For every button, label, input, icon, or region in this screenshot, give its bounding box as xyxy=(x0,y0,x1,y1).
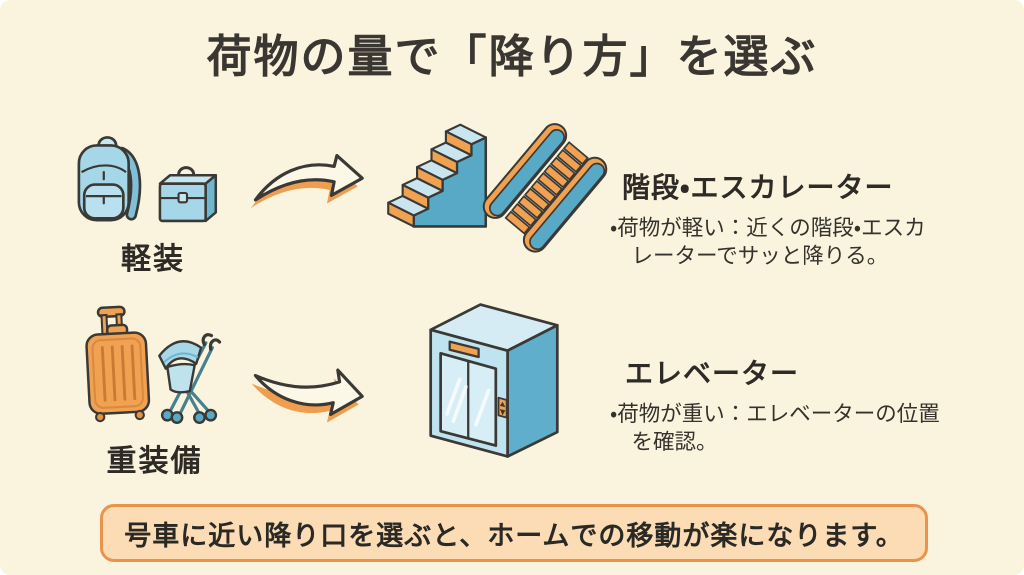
curved-arrow-icon xyxy=(250,153,364,209)
dest-heading-elevator: エレベーター xyxy=(625,358,800,389)
stroller-icon xyxy=(158,333,222,424)
luggage-label-light: 軽装 xyxy=(121,243,185,276)
briefcase-icon xyxy=(158,166,218,223)
escalator-icon xyxy=(482,123,608,253)
dest-bullet-heavy-luggage: ・荷物が重い：エレベーターの位置を確認。 xyxy=(610,402,940,455)
backpack-icon xyxy=(77,136,142,222)
page-title: 荷物の量で「降り方」を選ぶ xyxy=(206,31,818,82)
luggage-label-heavy: 重装備 xyxy=(106,445,203,478)
dest-bullet-light-luggage: ・荷物が軽い：近くの階段・エスカレーターでサッと降りる。 xyxy=(610,216,926,269)
footer-note-text: 号車に近い降り口を選ぶと、ホームでの移動が楽になります。 xyxy=(124,520,904,551)
curved-arrow-icon xyxy=(251,368,364,423)
stairs-icon xyxy=(387,123,488,228)
dest-heading-stairs-escalator: 階段・エスカレーター xyxy=(622,172,894,203)
elevator-icon xyxy=(429,303,559,458)
suitcase-icon xyxy=(85,305,151,423)
footer-note-banner: 号車に近い降り口を選ぶと、ホームでの移動が楽になります。 xyxy=(100,504,928,562)
